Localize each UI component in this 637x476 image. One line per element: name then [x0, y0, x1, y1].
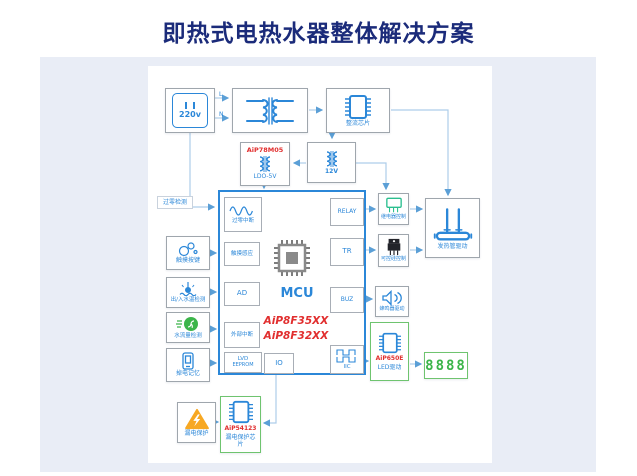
- rectifier-label: 整流芯片: [345, 119, 370, 127]
- rectifier-chip-icon: [345, 94, 371, 119]
- supply-12v-label: 12V: [325, 167, 338, 175]
- leakage-chip-icon: [228, 401, 253, 424]
- leakage-chip-part-number: AiP54123: [224, 425, 257, 433]
- mcu-block: 过零中断 触摸感应 AD 外部中断 LVD EEPROM RELAY TR BU…: [218, 190, 366, 375]
- relay-icon: [385, 197, 402, 213]
- page-title: 即热式电热水器整体解决方案: [162, 21, 475, 47]
- water-temp-label: 出/入水温检测: [170, 297, 206, 304]
- leakage-protect-block: 漏电保护: [177, 402, 216, 443]
- relay-control-label: 继电器控制: [380, 214, 406, 221]
- water-flow-block: 水流量检测: [166, 312, 210, 343]
- mains-220v-block: 220v: [165, 88, 215, 133]
- leakage-warning-icon: [184, 408, 209, 429]
- water-flow-label: 水流量检测: [174, 332, 202, 339]
- led-driver-label: LED驱动: [377, 363, 402, 371]
- water-temp-block: 出/入水温检测: [166, 277, 210, 308]
- mcu-port-tr: TR: [330, 238, 364, 266]
- triac-icon: [387, 239, 400, 256]
- memory-device-icon: [182, 352, 194, 370]
- mcu-port-touch: 触摸感应: [224, 242, 260, 266]
- led-driver-block: AiP650E LED驱动: [370, 322, 409, 381]
- ldo-block: AiP78M05 LDO-5V: [240, 142, 290, 186]
- coil-12v-icon: [326, 150, 337, 167]
- buzzer-drive-label: 蜂鸣器驱动: [379, 306, 405, 313]
- mcu-port-buz: BUZ: [330, 287, 364, 313]
- rectifier-block: 整流芯片: [326, 88, 390, 133]
- ldo-part-number: AiP78M05: [246, 146, 284, 155]
- water-temp-icon: [179, 282, 197, 297]
- leakage-protect-label: 漏电保护: [184, 429, 209, 437]
- wire-label-n: N: [219, 111, 224, 118]
- mcu-part-2: AiP8F32XX: [263, 330, 329, 342]
- wire-label-l: L: [219, 91, 223, 98]
- mcu-port-zero-cross: 过零中断: [224, 197, 262, 232]
- triac-control-label: 可控硅控制: [380, 256, 406, 263]
- touch-keys-icon: [178, 242, 198, 257]
- heater-drive-block: 发热管驱动: [425, 198, 480, 258]
- seven-segment-display: 8888: [424, 352, 468, 379]
- buzzer-drive-block: 蜂鸣器驱动: [375, 286, 409, 317]
- power-memory-label: 掉电记忆: [175, 370, 200, 378]
- water-flow-icon: [176, 316, 198, 331]
- power-plug-icon: 220v: [172, 93, 208, 128]
- mcu-part-1: AiP8F35XX: [263, 315, 329, 327]
- heating-element-icon: [433, 208, 472, 241]
- touch-keys-label: 触摸按键: [175, 257, 200, 265]
- mcu-name: MCU: [280, 286, 314, 301]
- buzzer-speaker-icon: [382, 290, 402, 307]
- led-driver-part-number: AiP650E: [375, 354, 404, 362]
- square-wave-icon: [336, 349, 356, 363]
- transformer-block: [232, 88, 308, 133]
- transformer-icon: [246, 96, 294, 125]
- display-digits: 8888: [425, 357, 467, 374]
- led-driver-chip-icon: [378, 332, 401, 354]
- mcu-port-ext-int: 外部中断: [224, 322, 260, 348]
- touch-keys-block: 触摸按键: [166, 236, 210, 270]
- heater-drive-label: 发热管驱动: [437, 243, 468, 251]
- ldo-output-label: LDO-5V: [253, 173, 277, 181]
- mcu-port-ad: AD: [224, 282, 260, 306]
- mcu-port-relay: RELAY: [330, 198, 364, 226]
- sine-wave-icon: [229, 206, 253, 216]
- zero-cross-detect-label: 过零检测: [157, 196, 193, 209]
- power-memory-block: 掉电记忆: [166, 348, 210, 382]
- mcu-port-lvd-eeprom: LVD EEPROM: [224, 352, 262, 373]
- leakage-chip-label: 漏电保护芯片: [225, 433, 256, 448]
- relay-control-block: 继电器控制: [378, 193, 409, 225]
- leakage-chip-block: AiP54123 漏电保护芯片: [220, 396, 261, 453]
- mcu-port-iic: IIC: [330, 345, 364, 374]
- triac-control-block: 可控硅控制: [378, 234, 409, 267]
- mcu-port-io: IO: [264, 353, 294, 374]
- mcu-chip-icon: [274, 240, 310, 276]
- dcdc-coil-icon: [259, 156, 271, 173]
- mains-voltage-label: 220v: [179, 110, 201, 119]
- supply-12v-block: 12V: [307, 142, 356, 183]
